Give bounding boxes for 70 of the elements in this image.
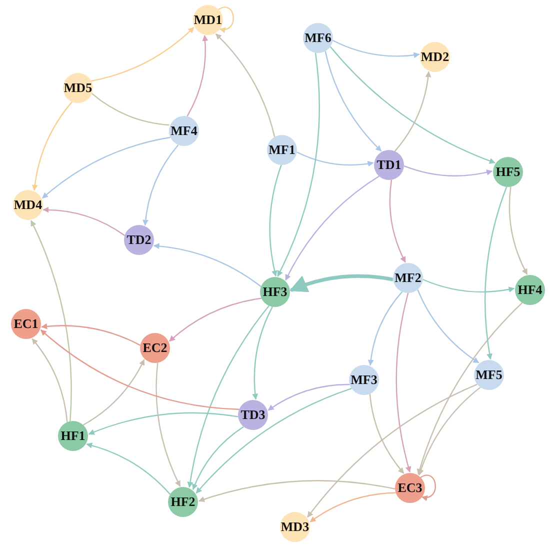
arrow <box>187 305 270 488</box>
node-circle: MD5 <box>63 73 93 103</box>
arrow <box>307 384 478 518</box>
node-circle: TD3 <box>238 400 268 430</box>
arrow <box>32 338 68 422</box>
arrow <box>86 442 171 495</box>
arrow <box>88 412 238 435</box>
node-circle: MD4 <box>13 190 43 220</box>
arrow <box>418 386 481 476</box>
node-circle: HF4 <box>515 275 545 305</box>
arrow <box>332 40 420 58</box>
arrow <box>196 388 352 494</box>
node-circle: MF1 <box>267 135 297 165</box>
arrow <box>508 186 528 275</box>
arrow <box>269 164 282 277</box>
arrow <box>82 359 145 426</box>
arrow <box>40 330 240 410</box>
arrow <box>368 291 403 366</box>
arrow <box>324 50 382 152</box>
arrow <box>142 144 179 226</box>
node-circle: MF5 <box>474 360 504 390</box>
arrow <box>192 426 244 490</box>
arrow <box>422 278 515 293</box>
arrow <box>153 243 262 288</box>
arrow <box>41 323 141 346</box>
connector-line <box>92 93 170 126</box>
node-circle: TD2 <box>124 225 154 255</box>
node-circle: MD2 <box>420 42 450 72</box>
node-circle: MF3 <box>349 365 379 395</box>
arrow <box>169 298 262 342</box>
arrow <box>417 289 480 364</box>
arrow <box>198 480 396 502</box>
node-circle: EC2 <box>140 333 170 363</box>
arrow <box>218 6 234 33</box>
node-circle: MD1 <box>193 5 223 35</box>
arrow <box>369 394 404 474</box>
arrow <box>296 152 374 167</box>
arrow <box>30 220 72 422</box>
arrow <box>285 176 380 281</box>
node-circle: MF6 <box>303 23 333 53</box>
node-circle: HF5 <box>493 157 523 187</box>
arrow <box>310 492 396 522</box>
node-circle: MD3 <box>280 512 310 542</box>
arrow <box>186 35 208 117</box>
arrow <box>268 384 350 411</box>
arrow <box>42 136 170 199</box>
node-circle: HF1 <box>58 421 88 451</box>
arrow <box>156 362 181 487</box>
arrow <box>396 292 412 473</box>
node-circle: HF3 <box>260 277 290 307</box>
node-circle: TD1 <box>374 150 404 180</box>
node-circle: EC1 <box>11 309 41 339</box>
arrow <box>420 474 436 501</box>
arrow <box>289 274 394 293</box>
node-circle: MF4 <box>169 116 199 146</box>
arrow <box>215 33 276 138</box>
arrow <box>91 26 194 82</box>
arrow <box>404 165 493 176</box>
node-circle: MF2 <box>393 263 423 293</box>
node-circle: EC3 <box>395 473 425 503</box>
arrow <box>32 101 73 191</box>
arrow <box>252 306 273 400</box>
arrow <box>417 302 523 475</box>
arrow <box>42 206 126 236</box>
arrow <box>394 71 432 152</box>
arrow <box>484 186 508 360</box>
arrow <box>277 52 320 277</box>
node-circle: HF2 <box>168 487 198 517</box>
arrow <box>389 180 406 263</box>
arrow <box>330 46 496 164</box>
